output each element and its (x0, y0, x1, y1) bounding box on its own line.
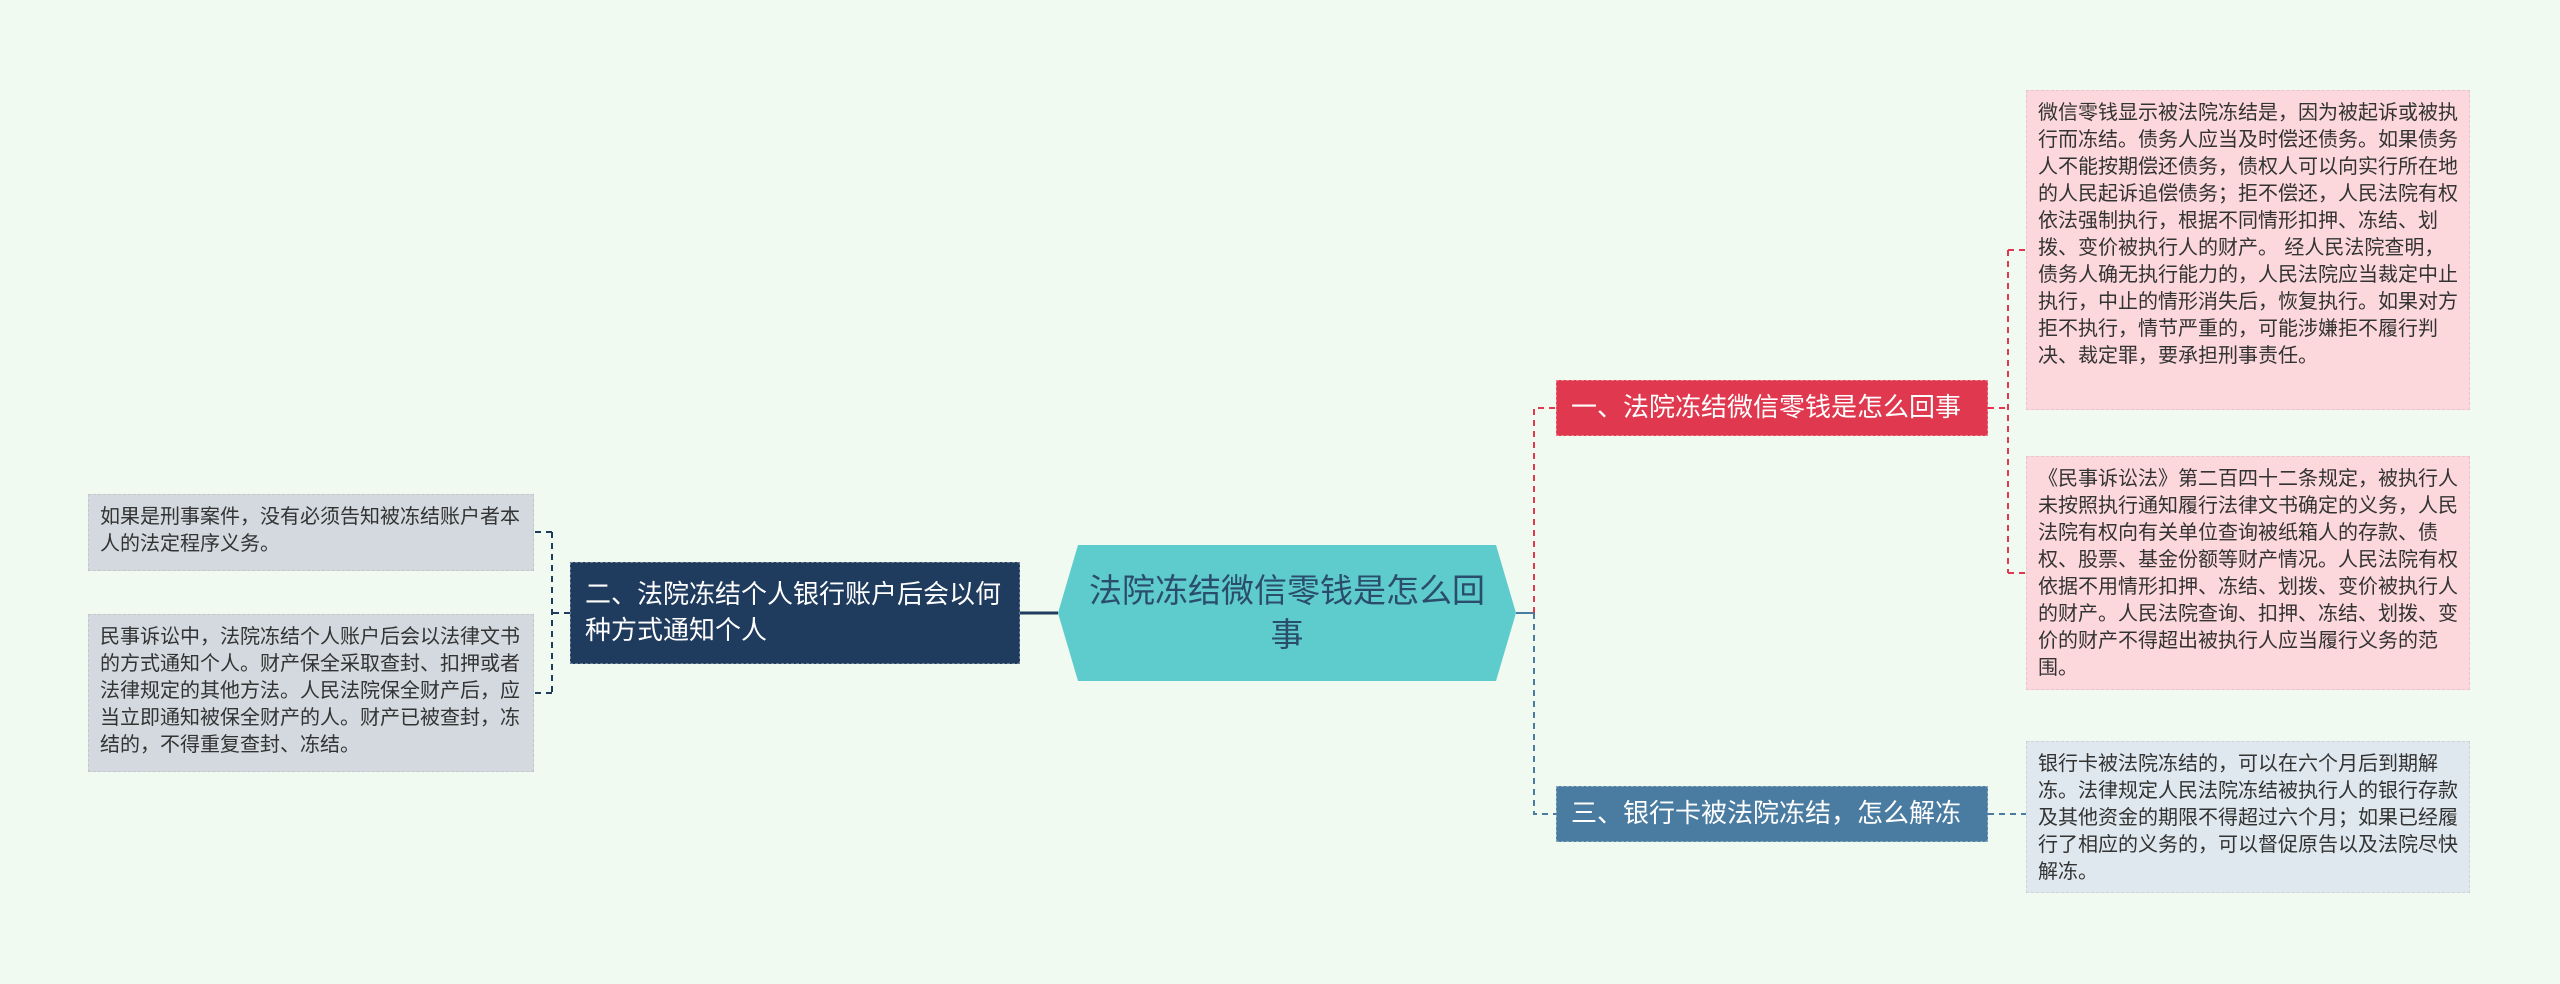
leaf-node-1b[interactable]: 《民事诉讼法》第二百四十二条规定，被执行人未按照执行通知履行法律文书确定的义务，… (2026, 456, 2470, 690)
connector-branch1-leaves (1988, 249, 2026, 574)
center-hexagon (1058, 545, 1516, 681)
connector-branch2-leaves (534, 531, 570, 694)
leaf-node-2b[interactable]: 民事诉讼中，法院冻结个人账户后会以法律文书的方式通知个人。财产保全采取查封、扣押… (88, 614, 534, 772)
branch-node-3[interactable]: 三、银行卡被法院冻结，怎么解冻 (1556, 786, 1988, 842)
leaf-node-1a[interactable]: 微信零钱显示被法院冻结是，因为被起诉或被执行而冻结。债务人应当及时偿还债务。如果… (2026, 90, 2470, 410)
center-node[interactable]: 法院冻结微信零钱是怎么回事 (1058, 545, 1516, 681)
connector-trunk-branch1 (1533, 407, 1556, 613)
center-label: 法院冻结微信零钱是怎么回事 (1089, 571, 1485, 654)
leaf-node-2a[interactable]: 如果是刑事案件，没有必须告知被冻结账户者本人的法定程序义务。 (88, 494, 534, 571)
branch-node-2[interactable]: 二、法院冻结个人银行账户后会以何种方式通知个人 (570, 562, 1020, 664)
connector-trunk-branch3 (1533, 613, 1556, 815)
leaf-node-3a[interactable]: 银行卡被法院冻结的，可以在六个月后到期解冻。法律规定人民法院冻结被执行人的银行存… (2026, 741, 2470, 893)
branch-node-1[interactable]: 一、法院冻结微信零钱是怎么回事 (1556, 380, 1988, 436)
